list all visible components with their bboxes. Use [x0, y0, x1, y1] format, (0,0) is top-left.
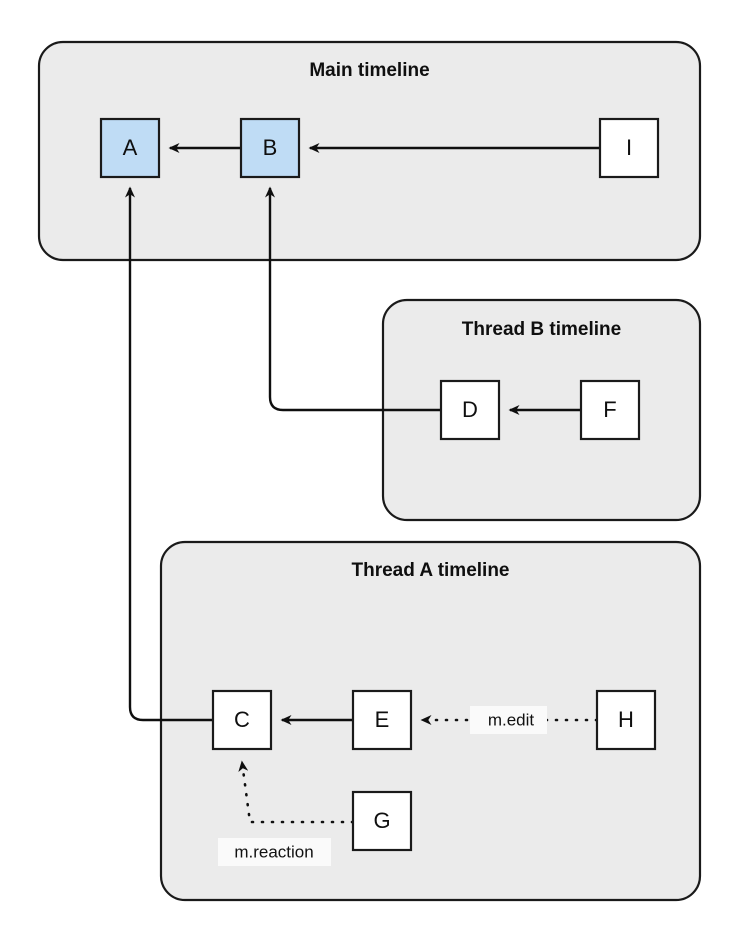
node-e[interactable]: E — [351, 689, 413, 751]
node-a-label: A — [123, 135, 138, 160]
edge-label-m-edit: m.edit — [470, 706, 547, 734]
edge-label-m-reaction: m.reaction — [218, 838, 331, 866]
node-c-label: C — [234, 707, 250, 732]
node-c[interactable]: C — [211, 689, 273, 751]
node-b[interactable]: B — [239, 117, 301, 179]
node-f-label: F — [603, 397, 616, 422]
node-c-rect[interactable] — [211, 689, 273, 751]
edge-c-to-a — [125, 186, 213, 722]
node-i[interactable]: I — [598, 117, 660, 179]
node-e-rect[interactable] — [351, 689, 413, 751]
node-g-label: G — [373, 808, 390, 833]
edge-label-m-edit-text: m.edit — [488, 710, 535, 729]
node-d-rect[interactable] — [439, 379, 501, 441]
node-e-label: E — [375, 707, 390, 732]
node-h[interactable]: H — [595, 689, 657, 751]
node-g-rect[interactable] — [351, 790, 413, 852]
node-g[interactable]: G — [351, 790, 413, 852]
container-main-timeline-rect — [37, 40, 702, 262]
container-thread-b-timeline-title: Thread B timeline — [462, 319, 621, 340]
node-a[interactable]: A — [99, 117, 161, 179]
node-f-rect[interactable] — [579, 379, 641, 441]
node-b-rect[interactable] — [239, 117, 301, 179]
node-d[interactable]: D — [439, 379, 501, 441]
edge-d-to-b — [265, 186, 441, 412]
node-a-rect[interactable] — [99, 117, 161, 179]
container-thread-a-timeline-title: Thread A timeline — [351, 560, 509, 581]
node-b-label: B — [263, 135, 278, 160]
container-main-timeline-title: Main timeline — [309, 60, 429, 81]
node-h-rect[interactable] — [595, 689, 657, 751]
node-d-label: D — [462, 397, 478, 422]
node-i-label: I — [626, 135, 632, 160]
node-h-label: H — [618, 707, 634, 732]
edge-label-m-reaction-bg — [218, 838, 331, 866]
edge-label-m-edit-bg — [470, 706, 547, 734]
container-main-timeline: Main timeline — [37, 40, 702, 262]
node-i-rect[interactable] — [598, 117, 660, 179]
node-f[interactable]: F — [579, 379, 641, 441]
edge-label-m-reaction-text: m.reaction — [234, 842, 313, 861]
